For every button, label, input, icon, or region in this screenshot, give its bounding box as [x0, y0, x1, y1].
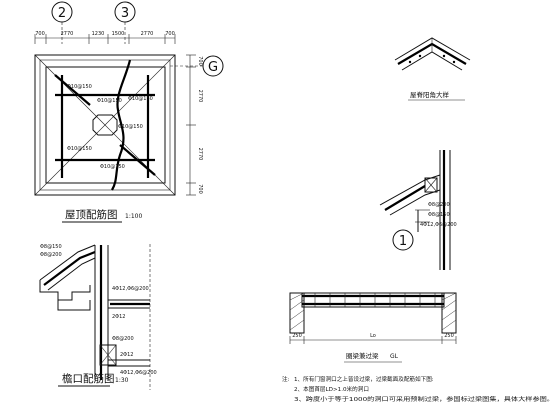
- roof-plan-title: 屋顶配筋图 1:100: [62, 208, 142, 223]
- roof-rebar-lines: [54, 59, 156, 191]
- right-dimension-line: 700 2770 2770 700: [186, 54, 203, 196]
- ridge-detail: 屋脊阳角大样: [394, 37, 471, 101]
- right-dim-4: 700: [197, 184, 203, 194]
- roof-outline: [34, 54, 176, 196]
- roof-plan: 2 3 G 700 2770 1230 1500 2770: [34, 1, 224, 223]
- lintel-beam-body: [301, 292, 445, 308]
- section-1-label-3: 4Φ12,Φ6@200: [420, 222, 457, 228]
- axis-label-3: 3: [121, 6, 129, 21]
- axis-bubble-3: 3: [114, 1, 136, 44]
- note-1: 1、所有门窗洞口之上皆设过梁，过梁截面及配筋如下图:: [294, 375, 434, 383]
- rebar-label-1: Φ10@150: [67, 84, 92, 90]
- roof-plan-scale: 1:100: [125, 213, 142, 220]
- right-dim-2: 2770: [197, 90, 203, 103]
- eave-label-2: Φ8@200: [40, 252, 62, 258]
- note-2: 2、本图首层LD>1.0米的洞口: [294, 385, 369, 393]
- lintel-dim-span: Lo: [370, 333, 376, 339]
- notes-block: 注: 1、所有门窗洞口之上皆设过梁，过梁截面及配筋如下图: 2、本图首层LD>1…: [282, 375, 554, 403]
- eave-label-5: Φ8@200: [112, 336, 134, 342]
- top-dim-3: 1230: [92, 31, 105, 37]
- rebar-label-3: Φ10@150: [118, 124, 143, 130]
- roof-plan-title-text: 屋顶配筋图: [65, 208, 118, 221]
- rebar-label-2: Φ10@150: [97, 98, 122, 104]
- section-1-label-2: Φ8@150: [428, 212, 450, 218]
- section-1-detail: Φ8@200 Φ8@150 4Φ12,Φ6@200 1: [379, 150, 457, 270]
- top-dim-5: 2770: [141, 31, 154, 37]
- lintel-dim-left: 250: [292, 333, 302, 339]
- section-1-beam: [424, 177, 438, 193]
- note-3: 3、跨度小于等于1000的洞口可采用预制过梁，参国标过梁图集，具体大样参图。: [294, 395, 554, 403]
- top-dimension-line: 700 2770 1230 1500 2770 700: [34, 31, 176, 44]
- eave-lower-beam: [99, 344, 117, 366]
- top-dim-2: 2770: [61, 31, 74, 37]
- section-1-marker: [392, 229, 414, 251]
- right-dim-3: 2770: [197, 148, 203, 161]
- lintel-title: 圈梁兼过梁: [346, 351, 379, 360]
- eave-label-7: 4Φ12,Φ6@200: [120, 370, 157, 376]
- lintel-tag: GL: [390, 353, 399, 360]
- axis-label-2: 2: [58, 6, 66, 21]
- rebar-label-6: Φ10@150: [128, 96, 153, 102]
- eave-label-3: 4Φ12,Φ6@200: [112, 286, 149, 292]
- right-dim-1: 700: [197, 56, 203, 66]
- eave-label-1: Φ8@150: [40, 244, 62, 250]
- section-1-label-1: Φ8@200: [428, 202, 450, 208]
- eave-detail-title: 檐口配筋图: [62, 372, 115, 385]
- lintel-beam-detail: 250 Lo 250 圈梁兼过梁 GL: [289, 292, 457, 363]
- eave-label-4: 2Φ12: [112, 314, 125, 320]
- axis-bubble-g: G: [170, 55, 224, 77]
- rebar-label-5: Φ10@150: [100, 164, 125, 170]
- section-1-marker-text: 1: [399, 234, 407, 249]
- top-dim-4: 1500: [112, 31, 125, 37]
- notes-heading: 注:: [282, 375, 290, 383]
- eave-detail-scale: 1:30: [115, 377, 129, 384]
- axis-label-g: G: [208, 60, 218, 75]
- eave-label-6: 2Φ12: [120, 352, 133, 358]
- rebar-label-4: Φ10@150: [67, 146, 92, 152]
- roof-rebar-labels: Φ10@150 Φ10@150 Φ10@150 Φ10@150 Φ10@150 …: [67, 84, 153, 170]
- ridge-detail-title: 屋脊阳角大样: [410, 90, 450, 99]
- eave-detail: Φ8@150 Φ8@200 4Φ12,Φ6@200 2Φ12 Φ8@200 2Φ…: [39, 244, 157, 390]
- axis-bubble-2: 2: [51, 1, 73, 44]
- lintel-dim-right: 250: [444, 333, 454, 339]
- top-dim-6: 700: [165, 31, 175, 37]
- top-dim-1: 700: [35, 31, 45, 37]
